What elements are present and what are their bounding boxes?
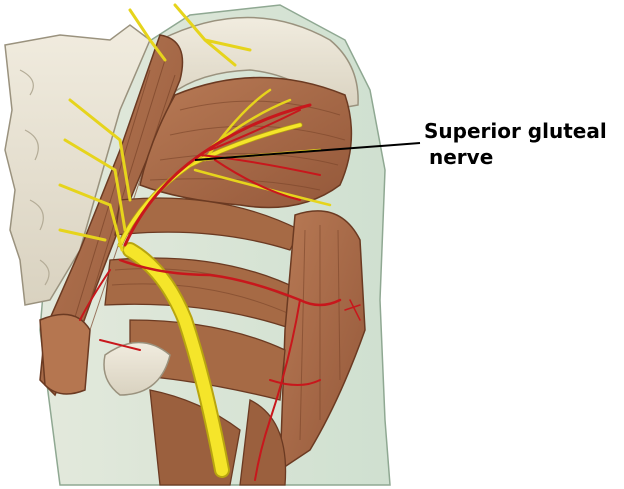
superior-gluteal-nerve-label-continued: nerve (429, 145, 494, 169)
cluneal-nerves (128, 3, 252, 67)
label-leader-line (194, 142, 421, 161)
piriformis (114, 197, 301, 251)
superior-gluteal-nerve-label: Superior gluteal (424, 119, 607, 143)
sacral-nerves (58, 98, 132, 252)
sacrum-bone (4, 24, 151, 306)
gluteal-arteries (79, 103, 361, 481)
ischial-tuberosity (103, 341, 171, 396)
gluteus-maximus-cut (39, 313, 91, 395)
